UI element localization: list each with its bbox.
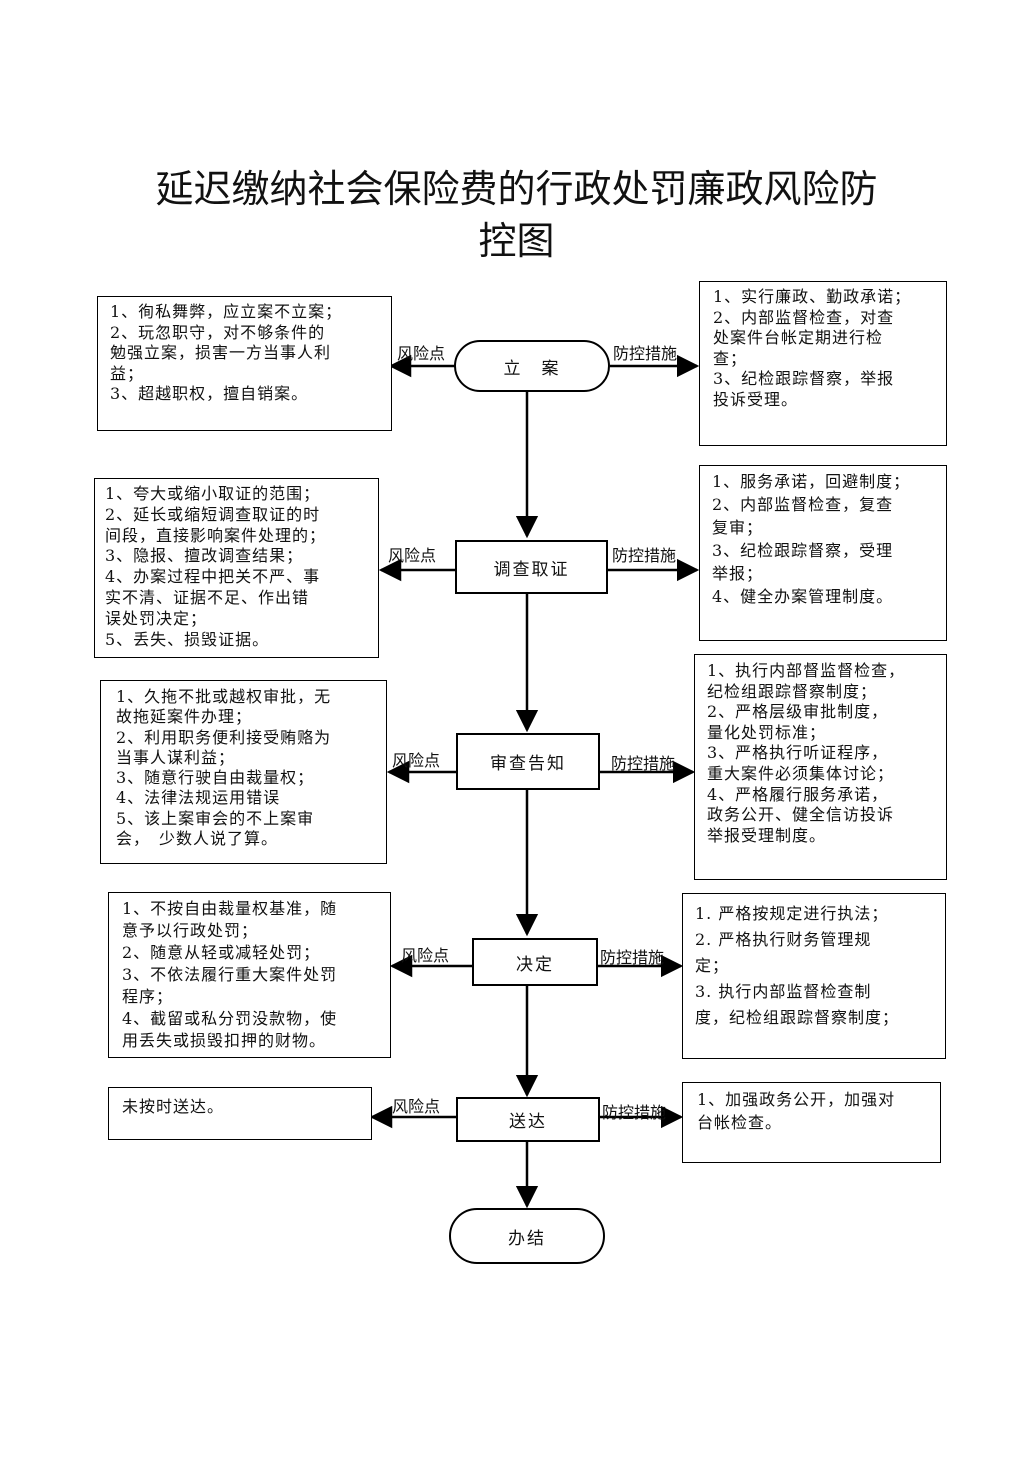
control-line: 3、纪检跟踪督察，受理 xyxy=(712,541,894,560)
control-line: 举报受理制度。 xyxy=(707,825,827,845)
control-line: 2、内部监督检查，对查 xyxy=(713,307,895,327)
risk-line: 未按时送达。 xyxy=(122,1097,225,1116)
title-line-2: 控图 xyxy=(478,219,555,263)
risk-line: 2、随意从轻或减轻处罚； xyxy=(122,943,321,962)
risk-line: 4、法律法规运用错误 xyxy=(116,788,281,808)
end-node: 办结 xyxy=(449,1208,605,1264)
control-line: 1. 严格按规定进行执法； xyxy=(695,904,889,923)
risk-label-1: 风险点 xyxy=(397,344,446,363)
risk-line: 会， 少数人说了算。 xyxy=(116,829,279,849)
control-line: 1、执行内部督监督检查， xyxy=(707,661,906,680)
risk-line: 实不清、证据不足、作出错 xyxy=(105,587,310,607)
control-label-1: 防控措施 xyxy=(613,344,678,363)
risk-line: 2、玩忽职守，对不够条件的 xyxy=(110,322,326,342)
control-line: 定； xyxy=(695,956,730,975)
risk-label-4: 风险点 xyxy=(401,946,450,965)
risk-label-2: 风险点 xyxy=(388,546,437,565)
risk-line: 1、夸大或缩小取证的范围； xyxy=(105,484,321,503)
step-node-1: 立 案 xyxy=(454,340,610,392)
risk-line: 4、截留或私分罚没款物，使 xyxy=(122,1009,338,1028)
risk-line: 4、办案过程中把关不严、事 xyxy=(105,567,321,587)
control-line: 复审； xyxy=(712,518,764,537)
step-node-3: 审查告知 xyxy=(456,733,600,790)
risk-line: 程序； xyxy=(122,987,174,1006)
control-line: 1、服务承诺，回避制度； xyxy=(712,472,911,491)
risk-label-5: 风险点 xyxy=(392,1097,441,1116)
control-text-4: 1. 严格按规定进行执法； 2. 严格执行财务管理规 定； 3. 执行内部监督检… xyxy=(695,901,899,1031)
risk-line: 3、超越职权，擅自销案。 xyxy=(110,384,309,403)
control-line: 纪检组跟踪督察制度； xyxy=(707,681,878,701)
control-line: 1、实行廉政、勤政承诺； xyxy=(713,287,912,306)
title-line-1: 延迟缴纳社会保险费的行政处罚廉政风险防 xyxy=(155,167,878,211)
risk-text-2: 1、夸大或缩小取证的范围； 2、延长或缩短调查取证的时 间段，直接影响案件处理的… xyxy=(105,484,326,650)
control-label-2: 防控措施 xyxy=(612,546,677,565)
control-box-1 xyxy=(699,281,947,446)
control-text-2: 1、服务承诺，回避制度； 2、内部监督检查，复查 复审； 3、纪检跟踪督察，受理… xyxy=(712,470,910,608)
risk-box-3 xyxy=(100,680,387,864)
control-line: 量化处罚标准； xyxy=(707,722,827,742)
control-line: 查； xyxy=(713,348,748,368)
risk-box-4 xyxy=(108,892,391,1058)
risk-line: 用丢失或损毁扣押的财物。 xyxy=(122,1031,327,1050)
risk-box-1 xyxy=(97,296,392,431)
risk-line: 勉强立案，损害一方当事人利 xyxy=(110,343,332,362)
control-line: 3. 执行内部监督检查制 xyxy=(695,982,872,1001)
risk-line: 3、隐报、擅改调查结果； xyxy=(105,546,304,566)
risk-text-1: 1、徇私舞弊，应立案不立案； 2、玩忽职守，对不够条件的 勉强立案，损害一方当事… xyxy=(110,302,342,405)
control-label-5: 防控措施 xyxy=(602,1103,667,1122)
control-text-5: 1、加强政务公开，加强对 台帐检查。 xyxy=(697,1088,895,1134)
control-line: 度，纪检组跟踪督察制度； xyxy=(695,1008,900,1027)
control-line: 3、严格执行听证程序， xyxy=(707,743,889,763)
control-line: 3、纪检跟踪督察，举报 xyxy=(713,369,895,388)
control-line: 1、加强政务公开，加强对 xyxy=(697,1090,896,1109)
risk-line: 3、随意行驶自由裁量权； xyxy=(116,768,315,788)
control-line: 台帐检查。 xyxy=(697,1113,783,1132)
page-title: 延迟缴纳社会保险费的行政处罚廉政风险防 xyxy=(0,165,1033,213)
control-line: 投诉受理。 xyxy=(713,389,799,409)
control-text-1: 1、实行廉政、勤政承诺； 2、内部监督检查，对查 处案件台帐定期进行检 查； 3… xyxy=(713,287,911,410)
control-label-3: 防控措施 xyxy=(611,754,676,773)
control-box-4 xyxy=(682,893,946,1059)
risk-line: 益； xyxy=(110,363,145,383)
risk-line: 1、久拖不批或越权审批，无 xyxy=(116,687,332,706)
risk-line: 当事人谋利益； xyxy=(116,747,236,767)
risk-line: 3、不依法履行重大案件处罚 xyxy=(122,965,338,984)
control-box-2 xyxy=(699,465,947,641)
control-line: 2、内部监督检查，复查 xyxy=(712,495,894,514)
control-line: 4、严格履行服务承诺， xyxy=(707,784,889,804)
step-node-2: 调查取证 xyxy=(455,540,608,594)
control-box-5 xyxy=(682,1082,941,1163)
control-line: 2、严格层级审批制度， xyxy=(707,702,889,722)
risk-line: 2、延长或缩短调查取证的时 xyxy=(105,504,321,524)
risk-box-2 xyxy=(94,478,379,658)
control-line: 处案件台帐定期进行检 xyxy=(713,328,884,347)
risk-line: 2、利用职务便利接受贿赂为 xyxy=(116,727,332,747)
risk-label-3: 风险点 xyxy=(392,751,441,770)
control-line: 政务公开、健全信访投诉 xyxy=(707,805,895,825)
risk-line: 误处罚决定； xyxy=(105,608,208,628)
risk-line: 1、徇私舞弊，应立案不立案； xyxy=(110,302,343,321)
control-line: 重大案件必须集体讨论； xyxy=(707,763,895,783)
risk-line: 故拖延案件办理； xyxy=(116,707,253,727)
control-label-4: 防控措施 xyxy=(600,948,665,967)
risk-line: 1、不按自由裁量权基准，随 xyxy=(122,899,338,918)
risk-text-5: 未按时送达。 xyxy=(122,1097,224,1118)
risk-text-3: 1、久拖不批或越权审批，无 故拖延案件办理； 2、利用职务便利接受贿赂为 当事人… xyxy=(116,687,331,849)
risk-text-4: 1、不按自由裁量权基准，随 意予以行政处罚； 2、随意从轻或减轻处罚； 3、不依… xyxy=(122,898,337,1052)
risk-line: 5、该上案审会的不上案审 xyxy=(116,808,315,828)
step-node-5: 送达 xyxy=(456,1097,600,1142)
step-node-4: 决定 xyxy=(472,938,598,986)
control-text-3: 1、执行内部督监督检查， 纪检组跟踪督察制度； 2、严格层级审批制度， 量化处罚… xyxy=(707,661,905,846)
risk-line: 5、丢失、损毁证据。 xyxy=(105,629,270,649)
control-line: 举报； xyxy=(712,564,764,583)
risk-box-5 xyxy=(108,1087,372,1140)
risk-line: 间段，直接影响案件处理的； xyxy=(105,525,327,545)
control-line: 2. 严格执行财务管理规 xyxy=(695,930,872,949)
risk-line: 意予以行政处罚； xyxy=(122,921,259,940)
control-line: 4、健全办案管理制度。 xyxy=(712,587,894,606)
control-box-3 xyxy=(694,654,947,880)
page-title-line-2: 控图 xyxy=(0,217,1033,265)
